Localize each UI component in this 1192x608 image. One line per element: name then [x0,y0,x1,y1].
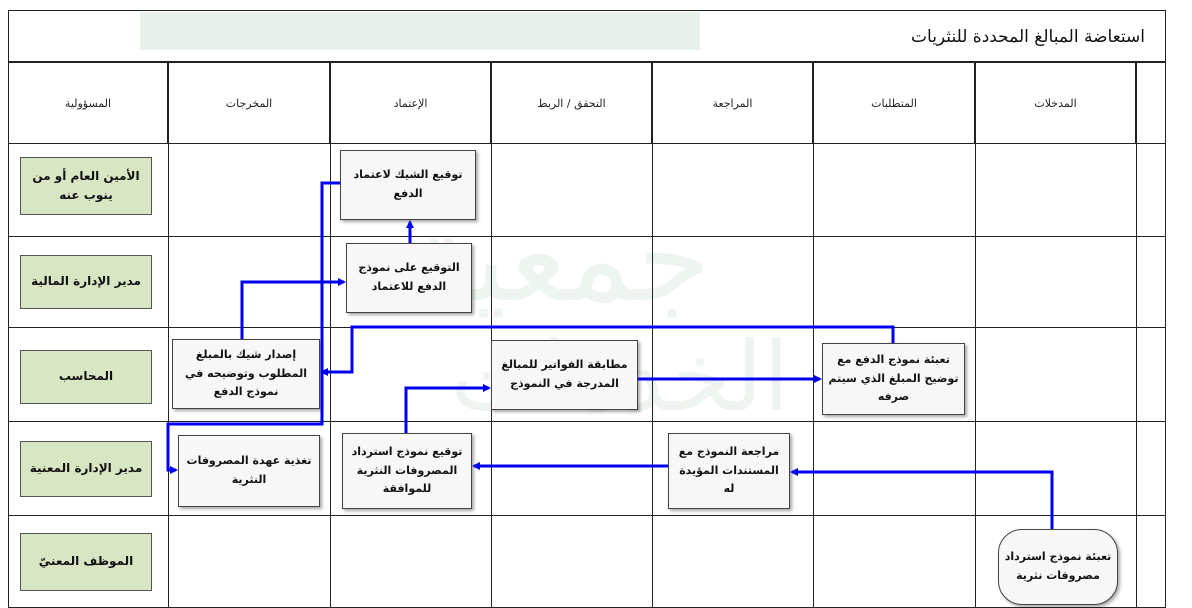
step-fill-expense-form: تعبئة نموذج استرداد مصروفات نثرية [998,529,1118,605]
grid-line [8,515,1166,516]
grid-line [8,236,1166,237]
column-header-requirements: المتطلبات [813,62,975,144]
grid-line [1165,144,1166,608]
grid-line [8,327,1166,328]
grid-line [168,144,169,608]
arrow-sign-to-match [404,384,491,433]
grid-line [8,421,1166,422]
grid-line [652,144,653,608]
column-header-approval: الإعتماد [330,62,491,144]
title-row: استعاضة المبالغ المحددة للنثريات [8,10,1166,62]
step-issue-cheque: إصدار شيك بالمبلغ المطلوب وتوضيحه في نمو… [172,339,320,409]
grid-line [1136,144,1137,608]
role-department-director: مدير الإدارة المعنية [20,441,152,497]
step-sign-expense-form: توقيع نموذج استرداد المصروفات النثرية لل… [342,433,472,509]
grid-line [813,144,814,608]
grid-line [8,144,9,608]
step-feed-custody: تغذية عهدة المصروفات النثرية [178,435,320,507]
arrow-issue-to-signpayment [240,278,346,339]
step-review-form-docs: مراجعة النموذج مع المستندات المؤيدة له [668,433,790,509]
role-secretary-general: الأمين العام أو من ينوب عنه [20,157,152,215]
role-accountant: المحاسب [20,350,152,404]
grid-line [330,144,331,608]
arrow-fill-to-review [790,468,1054,529]
column-header-verification: التحقق / الربط [491,62,652,144]
column-header-review: المراجعة [652,62,813,144]
column-header-inputs: المدخلات [975,62,1136,144]
grid-line [975,144,976,608]
column-header-responsibility: المسؤولية [8,62,168,144]
step-sign-payment-form: التوقيع على نموذج الدفع للاعتماد [346,243,472,313]
role-concerned-employee: الموظف المعنيّ [20,533,152,591]
column-header-empty [1136,62,1166,144]
role-finance-director: مدير الإدارة المالية [20,255,152,309]
step-match-invoices: مطابقة الفواتير للمبالغ المدرجة في النمو… [491,340,638,410]
step-sign-cheque: توقيع الشيك لاعتماد الدفع [340,150,476,220]
step-fill-payment-form: تعبئة نموذج الدفع مع توضيح المبلغ الذي س… [822,343,965,415]
page-title: استعاضة المبالغ المحددة للنثريات [911,27,1145,47]
column-header-outputs: المخرجات [168,62,330,144]
